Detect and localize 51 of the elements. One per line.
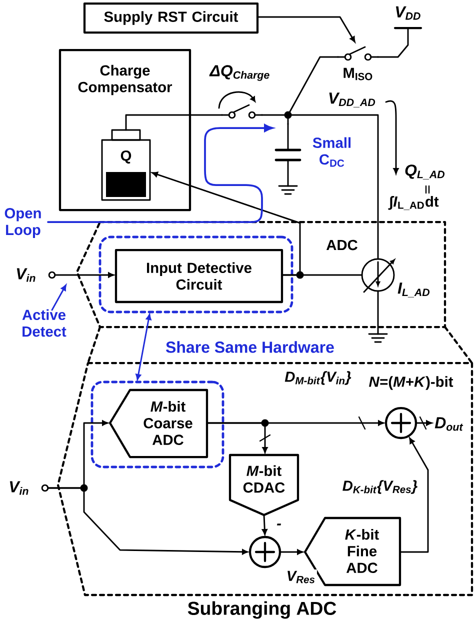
- component-label: Small C$_{DC}$: [312, 137, 351, 167]
- component-label: I$_{L_AD}$: [398, 282, 430, 298]
- text-label: Q$_{L_AD}$: [405, 164, 444, 180]
- process-box: Supply RST Circuit: [83, 2, 259, 34]
- adder-symbol: [384, 406, 418, 440]
- adder-symbol: [248, 536, 282, 568]
- arrow: [262, 514, 268, 535]
- wire: [377, 28, 409, 58]
- edge-label: D$_{K-bit}${V$_{Res}$}: [341, 478, 419, 496]
- arrow: [136, 314, 152, 380]
- wire: [287, 117, 289, 125]
- converter-block: M-bit CDAC: [228, 454, 300, 516]
- arrow: [399, 438, 429, 553]
- arrow: [47, 124, 274, 223]
- edge-label: V$_{Res}$: [285, 569, 317, 585]
- text-label: ∫I$_{L_AD}$dt: [388, 196, 439, 210]
- terminal-label: V$_{in}$: [10, 481, 49, 495]
- process-box: Input Detective Circuit: [114, 248, 284, 304]
- wire: [125, 114, 223, 131]
- arrow: [206, 422, 268, 453]
- leader-line: [51, 284, 66, 311]
- wire: [290, 114, 379, 260]
- arrow: [257, 16, 356, 42]
- dashed-group: [90, 380, 224, 468]
- terminal-label: D$_{out}$: [434, 417, 464, 431]
- arrow: [152, 172, 301, 276]
- edge-label: Share Same Hardware: [164, 340, 336, 354]
- junction-dot: [284, 111, 292, 119]
- terminal-label: Active Detect: [22, 309, 66, 337]
- converter-block: M-bit Coarse ADC: [108, 388, 208, 458]
- arrow: [279, 549, 303, 555]
- node-label: Subranging ADC: [188, 601, 336, 619]
- terminal-label: V$_{in}$: [16, 268, 56, 282]
- terminal-label: Open Loop: [4, 208, 41, 238]
- edge-label: D$_{M-bit}${V$_{in}$}: [283, 370, 353, 386]
- text-label: V$_{DD_AD}$: [329, 92, 376, 108]
- edge-label: -: [275, 522, 283, 530]
- switch-symbol: [221, 104, 263, 119]
- current-source-symbol: [361, 258, 395, 343]
- wire: [281, 274, 363, 276]
- text-label: ΔQ$_{Charge}$: [209, 65, 270, 81]
- capacitor-symbol: [274, 123, 302, 195]
- text-label: N=(M+K)-bit: [369, 376, 454, 390]
- dashed-group: [98, 236, 294, 314]
- arrow: [415, 420, 432, 426]
- component-label: M$_{ISO}$: [344, 68, 372, 80]
- wire: [261, 114, 286, 116]
- arrow: [54, 272, 114, 278]
- wire: [288, 56, 339, 114]
- arrow: [47, 487, 248, 555]
- switch-symbol: [337, 46, 379, 61]
